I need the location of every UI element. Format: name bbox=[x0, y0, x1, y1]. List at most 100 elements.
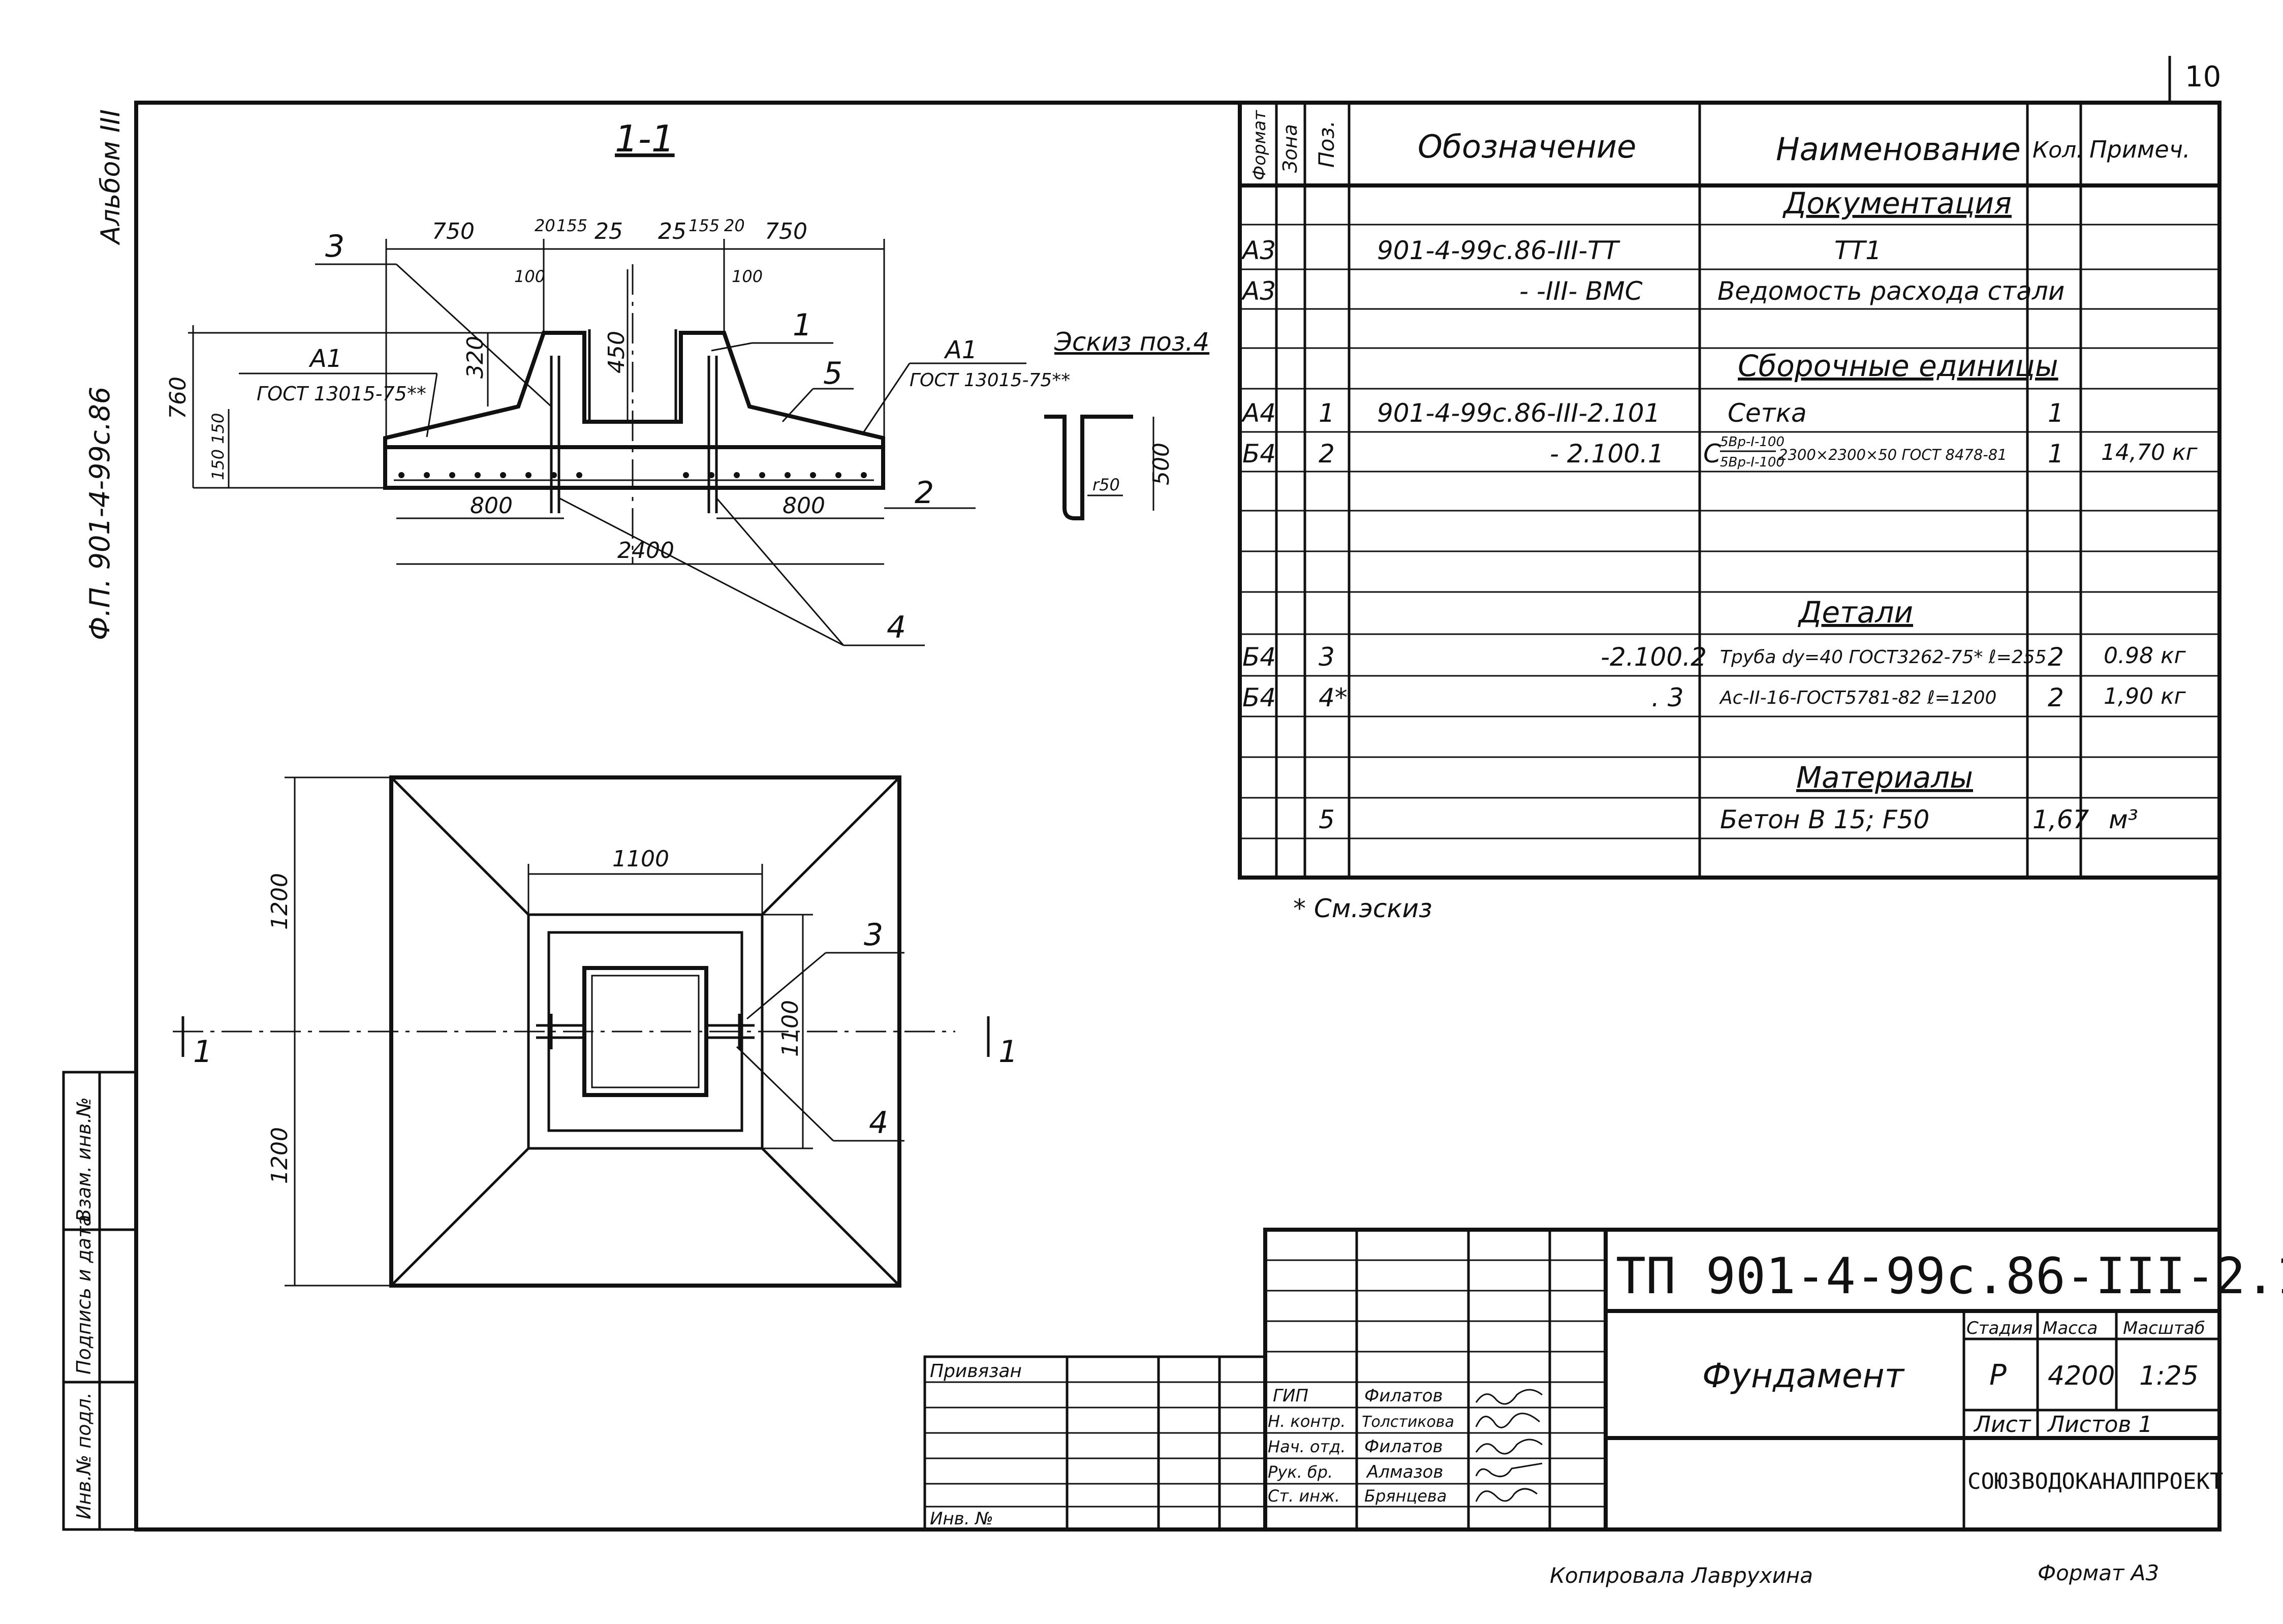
row-asm2-pos: 2 bbox=[1319, 439, 1335, 469]
hdr-format: Формат bbox=[1249, 110, 1270, 180]
hdr-pos: Поз. bbox=[1314, 120, 1339, 168]
row-asm2-fraction-bottom: 5Вр-I-100 bbox=[1720, 455, 1785, 470]
row-asm2-qty: 1 bbox=[2048, 439, 2064, 469]
plan-view: 1100 1100 1200 1200 3 4 1 1 bbox=[173, 775, 1018, 1288]
row-asm2-format: Б4 bbox=[1242, 439, 1276, 469]
row-asm1-format: А4 bbox=[1241, 398, 1276, 428]
tb-role-gip: ГИП bbox=[1273, 1386, 1308, 1406]
dim-top-20-right: 20 bbox=[724, 216, 745, 235]
tb-stage: Р bbox=[1989, 1359, 2007, 1392]
row-asm1-designation: 901-4-99с.86-III-2.101 bbox=[1377, 398, 1660, 428]
hdr-note: Примеч. bbox=[2089, 136, 2191, 163]
section-mark-right: 1 bbox=[998, 1034, 1018, 1070]
plan-dim-1100-top: 1100 bbox=[612, 846, 669, 872]
row-mat1-note: м³ bbox=[2109, 805, 2138, 834]
row-det2-designation: . 3 bbox=[1651, 683, 1684, 712]
stamp-inv-podl: Инв.№ подл. bbox=[73, 1392, 95, 1519]
dim-320: 320 bbox=[462, 336, 488, 379]
tb-privyazan: Привязан bbox=[930, 1361, 1022, 1382]
hdr-name: Наименование bbox=[1776, 131, 2021, 168]
dim-800-left: 800 bbox=[470, 493, 513, 519]
tb-sheet-label: Лист bbox=[1973, 1412, 2031, 1438]
section-label: 1-1 bbox=[615, 117, 675, 160]
tb-role-nkontr: Н. контр. bbox=[1268, 1412, 1346, 1431]
row-asm2-fraction-top: 5Вр-I-100 bbox=[1720, 434, 1785, 450]
sketch-dim-r50: r50 bbox=[1092, 475, 1120, 494]
tb-person-3: Филатов bbox=[1364, 1436, 1443, 1457]
callout-5: 5 bbox=[823, 356, 842, 391]
dim-top-750-left: 750 bbox=[432, 218, 475, 244]
tb-person-4: Алмазов bbox=[1366, 1462, 1443, 1482]
row-doc2-format: А3 bbox=[1241, 276, 1276, 306]
sketch-dim-500: 500 bbox=[1148, 443, 1174, 485]
plan-dim-1100-side: 1100 bbox=[777, 1000, 803, 1057]
row-asm1-qty: 1 bbox=[2048, 398, 2064, 428]
dim-top-155-right: 155 bbox=[689, 216, 720, 235]
row-det1-qty: 2 bbox=[2048, 642, 2064, 672]
rebar-note-left: A1 bbox=[308, 345, 342, 373]
stamp-podpis-data: Подпись и дата bbox=[73, 1214, 95, 1375]
footer-format: Формат А3 bbox=[2038, 1560, 2159, 1585]
row-det1-designation: -2.100.2 bbox=[1601, 642, 1707, 672]
signatures bbox=[1475, 1389, 1543, 1502]
row-asm2-name-suffix: 2300×2300×50 ГОСТ 8478-81 bbox=[1778, 446, 2007, 463]
section-1-1: 1-1 bbox=[165, 117, 1070, 646]
hdr-zone: Зона bbox=[1279, 124, 1301, 173]
dim-2400: 2400 bbox=[617, 538, 674, 564]
sect-assembly: Сборочные единицы bbox=[1738, 349, 2058, 383]
dim-top-155-left: 155 bbox=[556, 216, 587, 235]
callout-3: 3 bbox=[325, 229, 345, 264]
row-det2-format: Б4 bbox=[1242, 683, 1276, 712]
album-label: Альбом III bbox=[96, 109, 126, 245]
rebar-dots bbox=[398, 472, 867, 478]
tb-org: СОЮЗВОДОКАНАЛПРОЕКТ bbox=[1967, 1469, 2223, 1494]
tb-person-2: Толстикова bbox=[1362, 1413, 1454, 1431]
plan-dim-1200-top: 1200 bbox=[267, 873, 293, 930]
row-mat1-pos: 5 bbox=[1319, 805, 1335, 834]
title-block: ТП 901-4-99с.86-III-2.100 Фундамент Стад… bbox=[923, 1228, 2283, 1532]
tb-role-stinzh: Ст. инж. bbox=[1268, 1486, 1340, 1506]
tb-code: ТП 901-4-99с.86-III-2.100 bbox=[1616, 1247, 2283, 1305]
row-det1-name: Труба dу=40 ГОСТ3262-75* ℓ=255 bbox=[1720, 647, 2047, 668]
sect-materials: Материалы bbox=[1796, 760, 1973, 795]
row-doc1-format: А3 bbox=[1241, 236, 1276, 265]
row-det1-note: 0.98 кг bbox=[2104, 643, 2186, 669]
stamp-vzam-inv: Взам. инв.№ bbox=[73, 1097, 95, 1222]
tb-role-nachotd: Нач. отд. bbox=[1268, 1437, 1346, 1456]
tb-role-rukbr: Рук. бр. bbox=[1268, 1462, 1333, 1482]
spec-table: Формат Зона Поз. Обозначение Наименовани… bbox=[1238, 101, 2222, 880]
row-doc1-name: ТТ1 bbox=[1834, 236, 1882, 265]
plan-dim-1200-bottom: 1200 bbox=[267, 1127, 293, 1184]
plan-callout-4: 4 bbox=[869, 1105, 888, 1141]
row-det1-pos: 3 bbox=[1319, 642, 1335, 672]
gost-right: ГОСТ 13015-75** bbox=[910, 370, 1070, 391]
hdr-qty: Кол. bbox=[2032, 137, 2083, 163]
callout-4: 4 bbox=[887, 610, 906, 645]
sketch-pos4: Эскиз поз.4 500 r50 bbox=[1044, 327, 1209, 520]
dim-top-25-right: 25 bbox=[658, 218, 686, 244]
dim-top-20-left: 20 bbox=[535, 216, 555, 235]
tb-stage-label: Стадия bbox=[1966, 1318, 2032, 1338]
dim-450: 450 bbox=[604, 331, 630, 373]
row-asm2-designation: - 2.100.1 bbox=[1550, 439, 1664, 469]
row-det2-name: Ас-II-16-ГОСТ5781-82 ℓ=1200 bbox=[1719, 688, 1996, 708]
tb-mass-label: Масса bbox=[2043, 1318, 2098, 1338]
dim-100-right: 100 bbox=[732, 267, 763, 286]
tb-mass: 4200 bbox=[2048, 1361, 2115, 1391]
row-doc2-name: Ведомость расхода стали bbox=[1717, 276, 2065, 306]
row-mat1-qty: 1,67 bbox=[2032, 805, 2089, 834]
callout-2: 2 bbox=[915, 475, 934, 511]
row-asm1-pos: 1 bbox=[1319, 398, 1335, 428]
spec-footnote: * См.эскиз bbox=[1293, 894, 1432, 923]
footer-copied-by: Копировала Лаврухина bbox=[1550, 1563, 1813, 1588]
row-det1-format: Б4 bbox=[1242, 642, 1276, 672]
row-det2-pos: 4* bbox=[1319, 683, 1348, 712]
row-asm2-note: 14,70 кг bbox=[2101, 440, 2198, 465]
row-asm2-name-prefix: С bbox=[1703, 439, 1721, 469]
gost-left: ГОСТ 13015-75** bbox=[257, 383, 426, 405]
dim-800-right: 800 bbox=[783, 493, 825, 519]
section-mark-left: 1 bbox=[193, 1034, 212, 1070]
dim-100-left: 100 bbox=[514, 267, 545, 286]
tb-person-1: Филатов bbox=[1364, 1386, 1443, 1406]
sketch-title: Эскиз поз.4 bbox=[1054, 327, 1209, 357]
